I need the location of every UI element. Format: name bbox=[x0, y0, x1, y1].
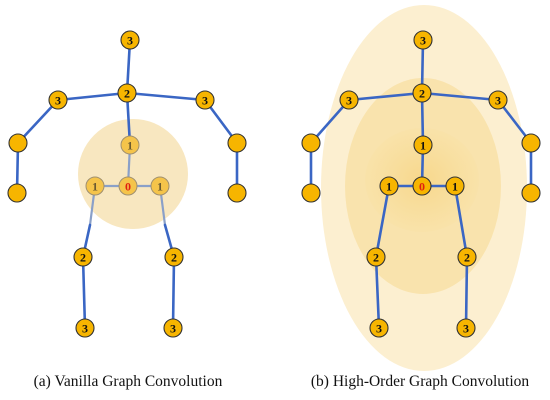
joint-center-label: 0 bbox=[419, 180, 425, 194]
joint-l-wrist bbox=[301, 183, 321, 203]
joint-l-hip bbox=[85, 176, 105, 196]
joint-center bbox=[412, 176, 432, 196]
joint-neck-label: 2 bbox=[124, 87, 130, 101]
bone-r-shin bbox=[464, 255, 469, 330]
joint-r-knee bbox=[164, 247, 184, 267]
joint-l-knee bbox=[366, 247, 386, 267]
bone-r-thigh bbox=[453, 184, 469, 259]
joint-l-ankle bbox=[369, 318, 389, 338]
joint-spine-label: 1 bbox=[127, 139, 133, 153]
joint-r-hip bbox=[445, 176, 465, 196]
bone-l-shin bbox=[81, 255, 87, 330]
joint-spine bbox=[120, 135, 140, 155]
joint-r-hip-label: 1 bbox=[157, 180, 163, 194]
bone-neck-l-shoulder bbox=[347, 91, 424, 102]
joint-head bbox=[120, 30, 140, 50]
bone-l-upper-arm bbox=[16, 98, 60, 145]
panel-b-caption: (b) High-Order Graph Convolution bbox=[311, 373, 529, 390]
bone-l-shin bbox=[374, 255, 381, 330]
joint-r-ankle-label: 3 bbox=[170, 322, 176, 336]
bone-l-upper-arm bbox=[309, 98, 351, 145]
joint-r-ankle bbox=[163, 318, 183, 338]
joint-r-wrist bbox=[227, 183, 247, 203]
bone-neck-l-shoulder bbox=[56, 91, 129, 102]
joint-r-elbow bbox=[227, 133, 247, 153]
joint-r-hip bbox=[150, 176, 170, 196]
joint-r-shoulder bbox=[488, 90, 508, 110]
joint-r-elbow bbox=[521, 133, 541, 153]
bone-r-shin bbox=[171, 255, 176, 330]
joint-l-shoulder bbox=[339, 90, 359, 110]
joint-r-knee-label: 2 bbox=[171, 251, 177, 265]
joint-head-label: 3 bbox=[420, 34, 426, 48]
joint-r-knee bbox=[457, 247, 477, 267]
joint-r-shoulder-label: 3 bbox=[202, 94, 208, 108]
joint-l-shoulder bbox=[48, 90, 68, 110]
joint-spine bbox=[413, 135, 433, 155]
joint-l-knee-label: 2 bbox=[80, 251, 86, 265]
joint-center-label: 0 bbox=[125, 180, 131, 194]
joint-neck-label: 2 bbox=[419, 87, 425, 101]
joint-r-ankle-label: 3 bbox=[463, 322, 469, 336]
bone-neck-r-shoulder bbox=[420, 91, 500, 102]
joint-l-wrist bbox=[7, 183, 27, 203]
joint-r-ankle bbox=[456, 318, 476, 338]
joint-l-hip-label: 1 bbox=[386, 180, 392, 194]
panel-b-joints: 3 2 3 3 1 1 0 1 2 2 3 bbox=[301, 30, 541, 338]
joint-l-elbow bbox=[8, 133, 28, 153]
joint-l-shoulder-label: 3 bbox=[346, 94, 352, 108]
panel-a-receptive-field bbox=[78, 119, 188, 229]
joint-head-label: 3 bbox=[127, 34, 133, 48]
panel-b-high-order: 3 2 3 3 1 1 0 1 2 2 3 bbox=[301, 5, 541, 390]
joint-l-hip-label: 1 bbox=[92, 180, 98, 194]
bone-l-thigh bbox=[374, 184, 391, 259]
joint-l-knee-label: 2 bbox=[373, 251, 379, 265]
panel-a-vanilla: 3 2 3 3 1 1 0 1 2 2 3 bbox=[7, 30, 247, 390]
joint-r-wrist bbox=[521, 183, 541, 203]
joint-l-elbow bbox=[301, 133, 321, 153]
joint-l-ankle-label: 3 bbox=[376, 322, 382, 336]
joint-r-shoulder bbox=[195, 90, 215, 110]
joint-l-shoulder-label: 3 bbox=[55, 94, 61, 108]
joint-center bbox=[118, 176, 138, 196]
joint-r-shoulder-label: 3 bbox=[495, 94, 501, 108]
joint-l-knee bbox=[73, 247, 93, 267]
joint-l-ankle bbox=[75, 318, 95, 338]
joint-head bbox=[413, 30, 433, 50]
joint-spine-label: 1 bbox=[420, 139, 426, 153]
joint-neck bbox=[117, 83, 137, 103]
panel-a-joints: 3 2 3 3 1 1 0 1 2 2 3 bbox=[7, 30, 247, 338]
joint-l-hip bbox=[379, 176, 399, 196]
panel-a-caption: (a) Vanilla Graph Convolution bbox=[34, 373, 223, 390]
joint-neck bbox=[412, 83, 432, 103]
joint-r-hip-label: 1 bbox=[452, 180, 458, 194]
joint-l-ankle-label: 3 bbox=[82, 322, 88, 336]
joint-r-knee-label: 2 bbox=[464, 251, 470, 265]
bone-neck-r-shoulder bbox=[125, 91, 207, 102]
